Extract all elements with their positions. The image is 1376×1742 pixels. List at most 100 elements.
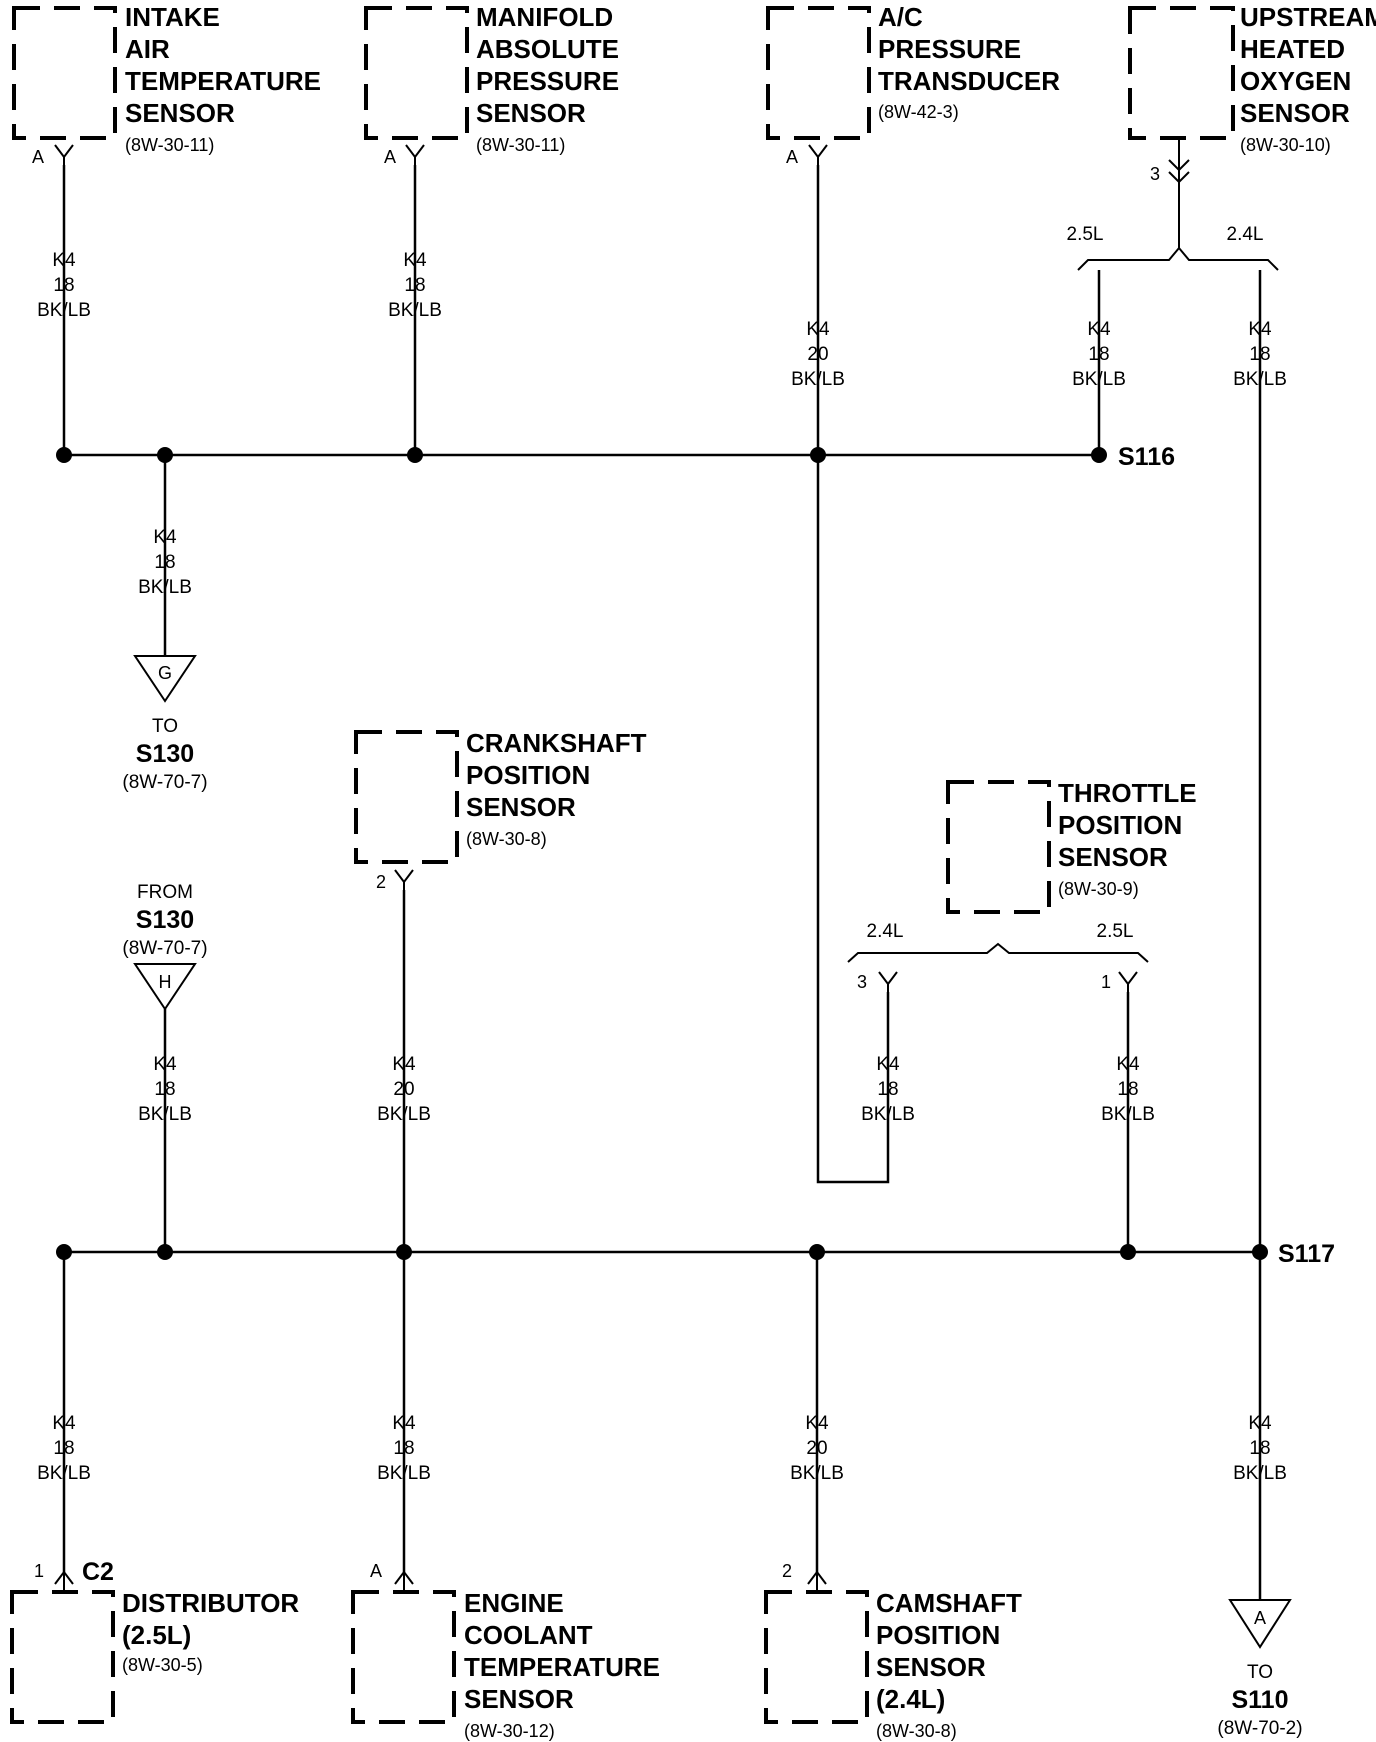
wire-label: K4 20 BK/LB [791, 319, 845, 390]
svg-text:K4: K4 [1248, 319, 1272, 340]
svg-text:BK/LB: BK/LB [377, 1104, 431, 1125]
component-title-line: CRANKSHAFT [466, 728, 647, 758]
engine-variant-bracket [1077, 200, 1279, 271]
svg-text:K4: K4 [1116, 1054, 1140, 1075]
component-title-line: SENSOR [476, 98, 586, 128]
svg-text:K4: K4 [806, 319, 830, 340]
component-reference: (8W-30-8) [466, 829, 547, 849]
svg-text:BK/LB: BK/LB [791, 369, 845, 390]
upstream-heated-oxygen-sensor: UPSTREAM HEATED OXYGEN SENSOR (8W-30-10) [1128, 2, 1376, 155]
male-terminal-icon [54, 1570, 74, 1590]
connector-direction: FROM [137, 882, 193, 903]
pin-label: A [786, 147, 798, 167]
svg-text:20: 20 [806, 1438, 827, 1459]
female-terminal-icon [394, 869, 414, 890]
svg-text:K4: K4 [805, 1413, 829, 1434]
svg-text:18: 18 [1088, 344, 1109, 365]
svg-text:K4: K4 [876, 1054, 900, 1075]
engine-variant-label: 2.4L [867, 921, 904, 942]
wire-label: K4 18 BK/LB [37, 250, 91, 321]
engine-variant-bracket [847, 942, 1149, 963]
wire-label: K4 18 BK/LB [377, 1413, 431, 1484]
splice-node [1091, 447, 1107, 463]
component-title-line: ENGINE [464, 1588, 564, 1618]
svg-text:20: 20 [393, 1079, 414, 1100]
svg-text:BK/LB: BK/LB [388, 300, 442, 321]
connector-splice: S110 [1231, 1686, 1288, 1714]
wire-label: K4 18 BK/LB [861, 1054, 915, 1125]
svg-text:18: 18 [404, 275, 425, 296]
component-title-line: TEMPERATURE [125, 66, 321, 96]
component-title-line: POSITION [466, 760, 590, 790]
male-terminal-icon [807, 1570, 827, 1590]
component-title-line: SENSOR [1058, 842, 1168, 872]
component-title-line: INTAKE [125, 2, 220, 32]
component-title-line: TEMPERATURE [464, 1652, 660, 1682]
component-title-line: THROTTLE [1058, 778, 1197, 808]
component-title-line: AIR [125, 34, 170, 64]
component-reference: (8W-42-3) [878, 102, 959, 122]
engine-variant-label: 2.5L [1067, 224, 1104, 245]
female-terminal-icon [808, 144, 828, 165]
component-title-line: DISTRIBUTOR [122, 1588, 299, 1618]
pin-label: A [384, 147, 396, 167]
component-reference: (8W-30-11) [125, 135, 214, 155]
wire-label: K4 18 BK/LB [388, 250, 442, 321]
svg-text:18: 18 [877, 1079, 898, 1100]
wire-label: K4 18 BK/LB [1101, 1054, 1155, 1125]
double-terminal-icon [1168, 140, 1190, 200]
svg-text:A: A [1254, 1608, 1266, 1628]
svg-text:G: G [158, 663, 172, 683]
camshaft-position-sensor: CAMSHAFT POSITION SENSOR (2.4L) (8W-30-8… [764, 1588, 1022, 1741]
svg-text:18: 18 [393, 1438, 414, 1459]
splice-node [56, 447, 72, 463]
female-terminal-icon [405, 144, 425, 165]
throttle-position-sensor: THROTTLE POSITION SENSOR (8W-30-9) [946, 778, 1197, 914]
connector-h-triangle: H [133, 963, 197, 1011]
intake-air-temperature-sensor: INTAKE AIR TEMPERATURE SENSOR (8W-30-11) [12, 2, 321, 155]
female-terminal-icon [54, 144, 74, 165]
pin-label: 3 [857, 972, 867, 992]
manifold-absolute-pressure-sensor: MANIFOLD ABSOLUTE PRESSURE SENSOR (8W-30… [364, 2, 619, 155]
connector-reference: (8W-70-7) [122, 938, 207, 959]
component-title-line: UPSTREAM [1240, 2, 1376, 32]
wire-label: K4 18 BK/LB [1233, 319, 1287, 390]
component-title-line: POSITION [1058, 810, 1182, 840]
svg-text:K4: K4 [52, 250, 76, 271]
female-terminal-icon [1118, 971, 1138, 992]
component-title-line: TRANSDUCER [878, 66, 1060, 96]
component-title-line: OXYGEN [1240, 66, 1351, 96]
wire-label: K4 18 BK/LB [138, 527, 192, 598]
svg-text:20: 20 [807, 344, 828, 365]
svg-text:K4: K4 [52, 1413, 76, 1434]
component-title-line: SENSOR [464, 1684, 574, 1714]
splice-node [407, 447, 423, 463]
svg-text:BK/LB: BK/LB [790, 1463, 844, 1484]
svg-text:K4: K4 [1248, 1413, 1272, 1434]
splice-label-s116: S116 [1118, 443, 1175, 471]
pin-label: 2 [782, 1561, 792, 1581]
wire-label: K4 20 BK/LB [790, 1413, 844, 1484]
svg-text:18: 18 [1117, 1079, 1138, 1100]
component-title-line: PRESSURE [476, 66, 619, 96]
component-title-line: HEATED [1240, 34, 1345, 64]
component-title-line: PRESSURE [878, 34, 1021, 64]
connector-direction: TO [152, 716, 178, 737]
svg-text:18: 18 [154, 1079, 175, 1100]
engine-coolant-temperature-sensor: ENGINE COOLANT TEMPERATURE SENSOR (8W-30… [351, 1588, 660, 1741]
component-title-line: A/C [878, 2, 923, 32]
connector-splice: S130 [136, 740, 194, 768]
crankshaft-position-sensor: CRANKSHAFT POSITION SENSOR (8W-30-8) [354, 728, 647, 864]
svg-text:K4: K4 [1087, 319, 1111, 340]
component-title-line: SENSOR [1240, 98, 1350, 128]
wire [816, 455, 890, 1184]
connector-a-triangle: A [1228, 1599, 1292, 1649]
pin-label: 1 [1101, 972, 1111, 992]
component-title-line: SENSOR [466, 792, 576, 822]
female-terminal-icon [878, 971, 898, 992]
male-terminal-icon [394, 1570, 414, 1590]
svg-text:18: 18 [154, 552, 175, 573]
distributor: DISTRIBUTOR (2.5L) (8W-30-5) [10, 1588, 299, 1724]
svg-text:BK/LB: BK/LB [377, 1463, 431, 1484]
